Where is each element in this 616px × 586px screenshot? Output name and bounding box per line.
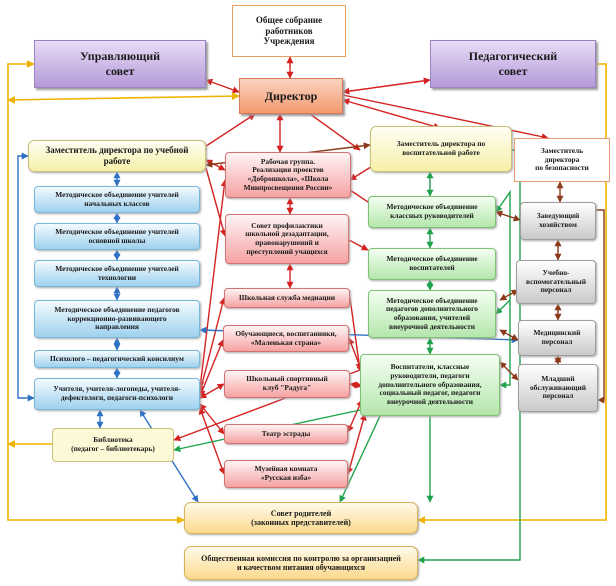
- connector-arrow-22: [197, 179, 228, 389]
- connector-arrow-8: [309, 113, 361, 151]
- theatre-box: Театр эстрады: [224, 424, 348, 444]
- mo-additional-box: Методическое объединение педагогов допол…: [368, 290, 496, 338]
- mo-correctional-box: Методическое объединение педагогов корре…: [34, 300, 200, 338]
- connector-arrow-59: [499, 329, 519, 341]
- director-box: Директор: [239, 78, 343, 114]
- parents-council-box: Совет родителей (законных представителей…: [184, 502, 418, 534]
- connector-arrow-4: [199, 113, 256, 151]
- mediation-box: Школьная служба медиации: [224, 288, 350, 308]
- connector-arrow-18: [347, 337, 364, 373]
- sports-club-box: Школьный спортивный клуб "Радуга": [224, 370, 350, 398]
- deputy-academic-box: Заместитель директора по учебной работе: [28, 140, 206, 172]
- movement-box: Обучающиеся, воспитанники, «Маленькая ст…: [223, 325, 349, 352]
- working-group-box: Рабочая группа. Реализация проектов «Доб…: [225, 152, 351, 198]
- mo-primary-box: Методическое объединение учителей началь…: [34, 186, 200, 213]
- junior-staff-box: Младший обслуживающий персонал: [518, 364, 598, 412]
- medical-staff-box: Медицинский персонал: [518, 320, 596, 356]
- connector-arrow-25: [199, 383, 225, 399]
- general-meeting-box: Общее собрание работников Учреждения: [232, 5, 346, 57]
- mo-technology-box: Методическое объединение учителей технол…: [34, 260, 200, 287]
- educators-group-box: Воспитатели, классные руководители, педа…: [360, 354, 500, 416]
- connector-arrow-61: [495, 210, 521, 222]
- connector-arrow-51: [339, 415, 381, 503]
- ppk-box: Психолого – педагогический консилиум: [34, 350, 200, 368]
- pedagogical-council-box: Педагогический совет: [430, 40, 596, 88]
- connector-arrow-36: [17, 152, 35, 402]
- deputy-educational-box: Заместитель директора по воспитательной …: [370, 126, 512, 172]
- connector-arrow-48: [495, 299, 511, 315]
- connector-arrow-2: [205, 78, 240, 94]
- connector-arrow-7: [342, 94, 549, 141]
- connector-arrow-17: [349, 297, 363, 371]
- connector-arrow-40: [7, 92, 240, 104]
- connector-arrow-58: [499, 289, 519, 301]
- connector-arrow-16: [348, 239, 369, 251]
- mo-class-leaders-box: Методическое объединение классных руково…: [368, 196, 496, 228]
- connector-arrow-57: [596, 209, 605, 404]
- connector-arrow-21: [346, 413, 367, 475]
- connector-arrow-39: [7, 60, 185, 524]
- mo-educators-box: Методическое объединение воспитателей: [368, 248, 496, 280]
- connector-arrow-6: [342, 98, 441, 130]
- connector-arrow-3: [342, 77, 431, 95]
- nutrition-commission-box: Общественная комиссия по контролю за орг…: [184, 546, 418, 580]
- library-box: Библиотека (педагог – библиотекарь): [52, 428, 174, 462]
- mo-basic-box: Методическое объединение учителей основн…: [34, 223, 200, 250]
- managing-council-box: Управляющий совет: [34, 40, 206, 88]
- head-household-box: Заведующий хозяйством: [520, 202, 596, 240]
- deputy-safety-box: Заместитель директора по безопасности: [514, 138, 610, 182]
- connector-arrow-60: [499, 361, 519, 381]
- teachers-box: Учителя, учителя-логопеды, учителя- дефе…: [34, 378, 200, 410]
- museum-box: Музейная комната «Русская изба»: [224, 460, 348, 488]
- prevention-council-box: Совет профилактики школьной дезадаптации…: [225, 214, 349, 264]
- support-staff-box: Учебно- вспомогательный персонал: [516, 260, 596, 304]
- connector-arrow-27: [198, 407, 226, 475]
